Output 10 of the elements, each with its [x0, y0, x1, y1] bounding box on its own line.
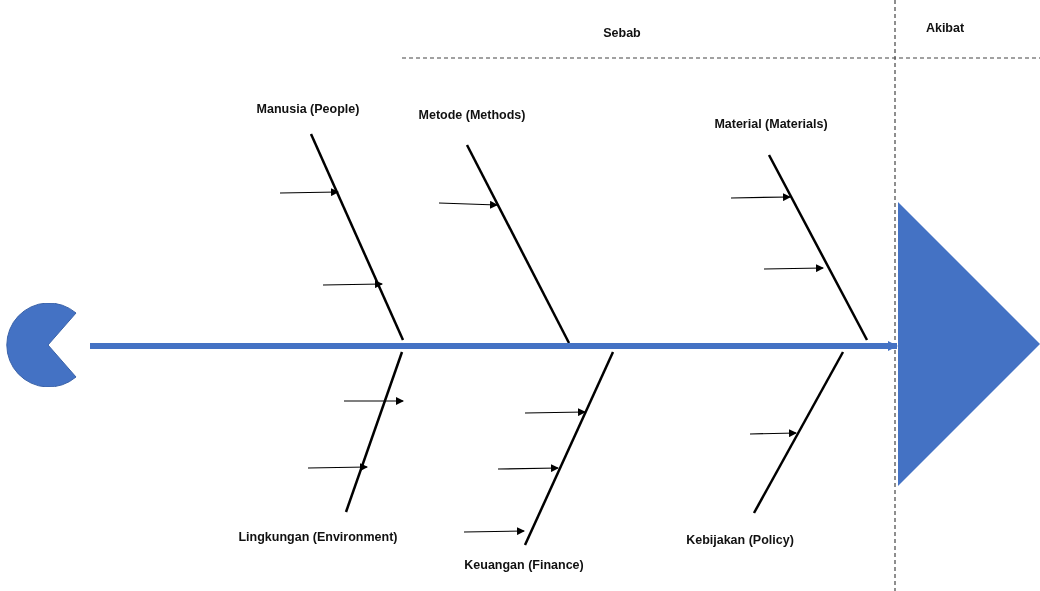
category-label: Lingkungan (Environment)	[238, 530, 398, 544]
section-heading: Akibat	[925, 21, 965, 35]
spine-arrow	[90, 341, 898, 351]
category-label: Manusia (People)	[256, 102, 360, 116]
category-label: Kebijakan (Policy)	[686, 533, 794, 547]
section-heading: Sebab	[603, 26, 641, 40]
category-label: Material (Materials)	[714, 117, 828, 131]
category-label: Keuangan (Finance)	[464, 558, 584, 572]
category-label: Metode (Methods)	[418, 108, 526, 122]
fish-head	[898, 202, 1040, 486]
